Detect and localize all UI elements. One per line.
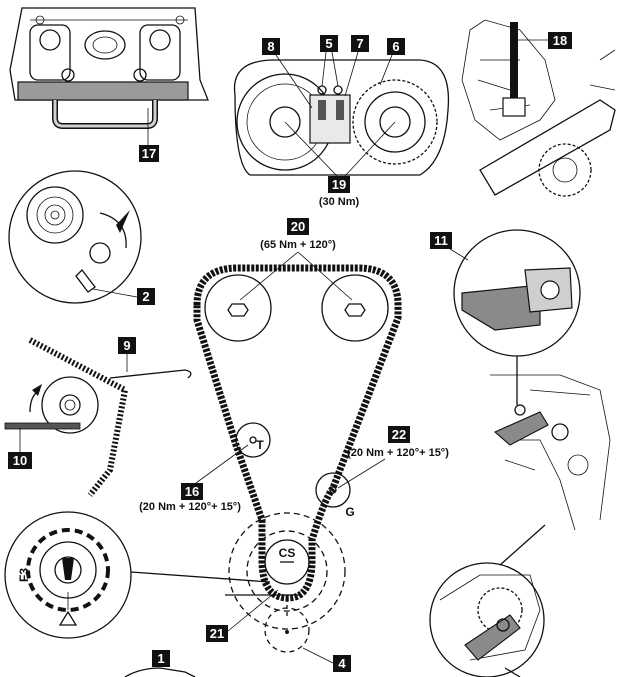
callout-21-text: 21	[210, 626, 224, 641]
callout-22-text: 22	[392, 427, 406, 442]
callout-1-text: 1	[157, 651, 164, 666]
callout-4-text: 4	[338, 656, 346, 671]
torque-19: (30 Nm)	[319, 196, 360, 208]
cam-pulley-left	[204, 274, 272, 342]
callout-21	[206, 625, 228, 642]
crank-sprocket-detail	[4, 511, 132, 639]
tool-11-installed-view	[490, 374, 611, 531]
callout-9	[118, 337, 136, 354]
callout-11	[430, 232, 452, 249]
locking-plate-detail	[429, 562, 545, 677]
camshaft-housing-view	[9, 7, 209, 129]
cam-pulleys-view	[233, 59, 450, 176]
callout-10-text: 10	[13, 453, 27, 468]
idler-label: G	[345, 505, 354, 519]
callout-2-text: 2	[142, 289, 149, 304]
torque-22: (20 Nm + 120°+ 15°)	[347, 447, 449, 459]
callout-7-text: 7	[356, 36, 363, 51]
callout-19-text: 19	[332, 177, 346, 192]
callout-20-text: 20	[291, 219, 305, 234]
callout-2	[137, 288, 155, 305]
crank-pulley	[264, 539, 310, 585]
callout-18-text: 18	[553, 33, 567, 48]
cam-wrench-view	[461, 19, 616, 197]
callout-16	[181, 483, 203, 500]
callout-18	[548, 32, 572, 49]
callout-22	[388, 426, 410, 443]
callout-6-text: 6	[392, 39, 399, 54]
callout-8-text: 8	[267, 39, 274, 54]
idler-pulley	[315, 472, 351, 508]
callout-5	[320, 35, 338, 52]
callout-7	[351, 35, 369, 52]
callout-17-text: 17	[142, 146, 156, 161]
tensioner-pulley	[235, 422, 271, 458]
callout-8	[262, 38, 280, 55]
callout-16-text: 16	[185, 484, 199, 499]
callout-20	[287, 218, 309, 235]
tool-11-detail	[453, 229, 581, 405]
callout-17	[139, 145, 159, 162]
callout-10	[8, 452, 32, 469]
cam-pulley-right	[321, 274, 389, 342]
callout-11-text: 11	[434, 233, 448, 248]
callout-9-text: 9	[123, 338, 130, 353]
detail-callout-2	[8, 170, 142, 304]
tensioner-label: T	[256, 438, 264, 452]
crank-label: CS	[279, 546, 296, 560]
torque-20: (65 Nm + 120°)	[260, 239, 336, 251]
callout-19	[328, 176, 350, 193]
callout-4	[333, 655, 351, 672]
timing-belt-layout	[193, 264, 402, 653]
torque-16: (20 Nm + 120°+ 15°)	[139, 501, 241, 513]
callout-6	[387, 38, 405, 55]
tensioner-adjust-view	[4, 337, 192, 497]
f3-label: F3	[17, 568, 31, 582]
callout-1	[152, 650, 170, 667]
callout-5-text: 5	[325, 36, 332, 51]
